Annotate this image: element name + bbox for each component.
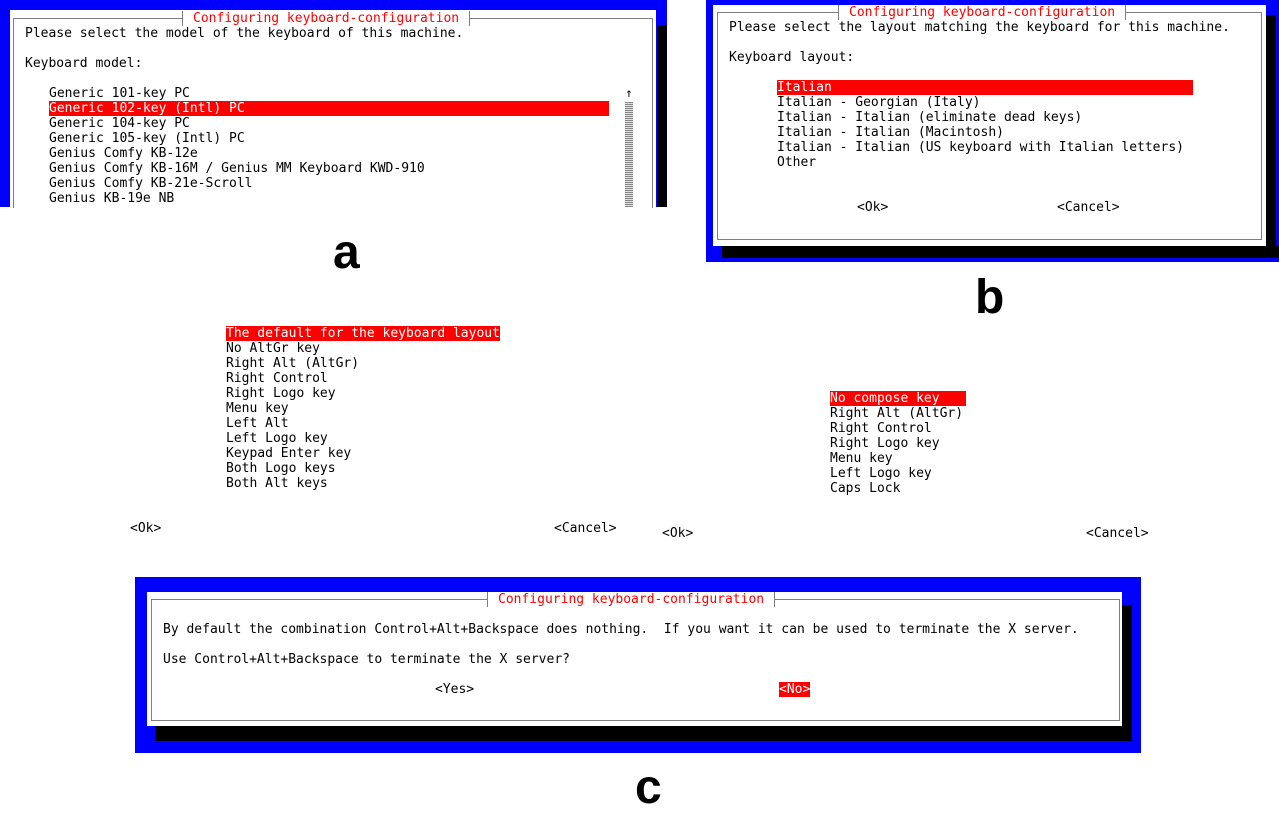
message-text: By default the combination Control+Alt+B… bbox=[163, 622, 1079, 637]
list-item[interactable]: Left Logo key bbox=[226, 431, 328, 446]
panel-c-caption: c bbox=[635, 761, 662, 814]
panel-a-caption: a bbox=[333, 226, 360, 279]
list-item[interactable]: Menu key bbox=[226, 401, 289, 416]
list-item[interactable]: Genius KB-19e NB bbox=[49, 191, 175, 206]
no-button[interactable]: <No> bbox=[779, 682, 811, 697]
list-item[interactable]: Generic 105-key (Intl) PC bbox=[49, 131, 245, 146]
list-item[interactable]: Caps Lock bbox=[830, 481, 901, 496]
list-item[interactable]: Genius Comfy KB-12e bbox=[49, 146, 198, 161]
list-item[interactable]: Genius Comfy KB-21e-Scroll bbox=[49, 176, 253, 191]
list-item[interactable]: Both Alt keys bbox=[226, 476, 328, 491]
list-item[interactable]: Italian bbox=[777, 80, 1193, 95]
list-item[interactable]: Generic 102-key (Intl) PC bbox=[49, 101, 609, 116]
list-item[interactable]: Right Logo key bbox=[830, 436, 940, 451]
list-item[interactable]: Menu key bbox=[830, 451, 893, 466]
list-item[interactable]: Italian - Georgian (Italy) bbox=[777, 95, 981, 110]
question-text: Use Control+Alt+Backspace to terminate t… bbox=[163, 652, 570, 667]
ok-button[interactable]: <Ok> bbox=[662, 526, 694, 541]
list-item[interactable]: Genius Comfy KB-16M / Genius MM Keyboard… bbox=[49, 161, 425, 176]
list-label: Keyboard layout: bbox=[729, 50, 855, 65]
list-item[interactable]: Right Alt (AltGr) bbox=[830, 406, 964, 421]
list-item[interactable]: Right Control bbox=[830, 421, 932, 436]
scroll-up-arrow[interactable]: ↑ bbox=[625, 86, 633, 100]
list-item[interactable]: Italian - Italian (Macintosh) bbox=[777, 125, 1004, 140]
list-item[interactable]: The default for the keyboard layout bbox=[226, 326, 500, 341]
cancel-button[interactable]: <Cancel> bbox=[1086, 526, 1149, 541]
list-item[interactable]: Left Alt bbox=[226, 416, 289, 431]
dialog-title: Configuring keyboard-configuration bbox=[838, 5, 1127, 20]
prompt-text: Please select the model of the keyboard … bbox=[25, 26, 464, 41]
list-item[interactable]: Right Control bbox=[226, 371, 328, 386]
cancel-button[interactable]: <Cancel> bbox=[554, 521, 617, 536]
list-item[interactable]: Generic 101-key PC bbox=[49, 86, 190, 101]
list-label: Keyboard model: bbox=[25, 56, 143, 71]
list-item[interactable]: No AltGr key bbox=[226, 341, 320, 356]
dialog-title: Configuring keyboard-configuration bbox=[182, 11, 471, 26]
list-item[interactable]: Italian - Italian (eliminate dead keys) bbox=[777, 110, 1083, 125]
cancel-button[interactable]: <Cancel> bbox=[1057, 200, 1120, 215]
list-item[interactable]: Other bbox=[777, 155, 817, 170]
list-item[interactable]: Right Alt (AltGr) bbox=[226, 356, 360, 371]
ok-button[interactable]: <Ok> bbox=[130, 521, 162, 536]
panel-b-caption: b bbox=[975, 271, 1005, 324]
list-item[interactable]: Both Logo keys bbox=[226, 461, 336, 476]
list-item[interactable]: Italian - Italian (US keyboard with Ital… bbox=[777, 140, 1184, 155]
list-item[interactable]: Generic 104-key PC bbox=[49, 116, 190, 131]
list-item[interactable]: Left Logo key bbox=[830, 466, 932, 481]
ok-button[interactable]: <Ok> bbox=[857, 200, 889, 215]
prompt-text: Please select the layout matching the ke… bbox=[729, 20, 1230, 35]
list-item[interactable]: Keypad Enter key bbox=[226, 446, 352, 461]
dialog-title: Configuring keyboard-configuration bbox=[487, 592, 776, 607]
scrollbar-track[interactable] bbox=[625, 102, 633, 207]
yes-button[interactable]: <Yes> bbox=[435, 682, 475, 697]
list-item[interactable]: No compose key bbox=[830, 391, 966, 406]
list-item[interactable]: Right Logo key bbox=[226, 386, 336, 401]
